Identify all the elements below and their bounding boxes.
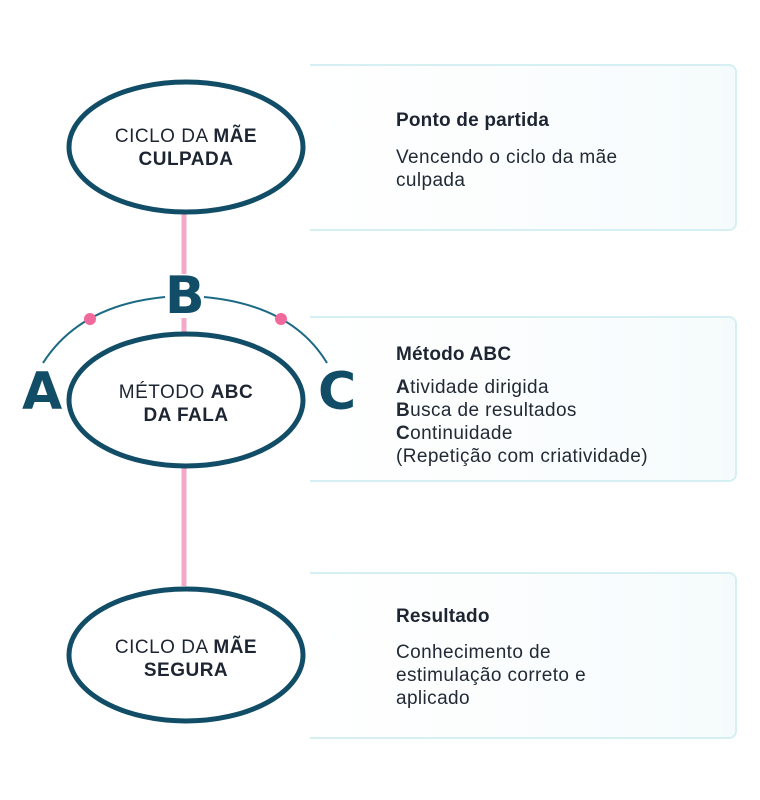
node-label-bold: MÃE (213, 637, 258, 658)
dot-left (84, 313, 96, 325)
card-title: Resultado (396, 606, 490, 627)
node-label-light: CICLO DA (114, 637, 208, 658)
node-label-line2: CULPADA (70, 148, 302, 171)
card-line: estimulação correto e (396, 665, 587, 686)
dot-right (275, 313, 287, 325)
node-label-bold: SEGURA (143, 660, 229, 681)
card-item: Continuidade (396, 422, 715, 445)
card-body: Atividade dirigida Busca de resultados C… (396, 376, 715, 468)
item-initial: A (396, 377, 411, 398)
card-body: Conhecimento de estimulação correto e ap… (396, 641, 715, 710)
node-label-line1: CICLO DA MÃE (70, 636, 302, 659)
node-label-bottom: CICLO DA MÃE SEGURA (70, 636, 302, 682)
item-initial: C (396, 423, 411, 444)
node-label-top: CICLO DA MÃE CULPADA (70, 125, 302, 171)
node-label-bold: DA FALA (143, 405, 229, 426)
node-label-bold: CULPADA (138, 149, 234, 170)
card-note: (Repetição com criatividade) (396, 446, 648, 467)
node-ellipse-middle (66, 331, 306, 469)
node-label-line2: DA FALA (70, 404, 302, 427)
card-line: culpada (396, 170, 466, 191)
item-rest: ontinuidade (410, 423, 513, 444)
item-rest: usca de resultados (410, 400, 577, 421)
letter-a: A (22, 362, 63, 422)
node-label-line1: CICLO DA MÃE (70, 125, 302, 148)
node-label-bold: ABC (210, 382, 254, 403)
node-label-bold: MÃE (213, 126, 258, 147)
card-item: Atividade dirigida (396, 376, 715, 399)
letter-b: B (165, 266, 205, 326)
node-label-light: MÉTODO (118, 382, 205, 403)
card-line: aplicado (396, 688, 470, 709)
node-label-line1: MÉTODO ABC (70, 381, 302, 404)
node-ellipse-bottom (66, 586, 306, 724)
card-line: Conhecimento de (396, 642, 551, 663)
letter-c: C (318, 362, 357, 422)
node-label-light: CICLO DA (114, 126, 208, 147)
item-rest: tividade dirigida (410, 377, 549, 398)
card-ponto-de-partida: Ponto de partida Vencendo o ciclo da mãe… (310, 64, 737, 231)
card-title: Ponto de partida (396, 110, 550, 131)
card-metodo-abc: Método ABC Atividade dirigida Busca de r… (310, 316, 737, 482)
card-body: Vencendo o ciclo da mãe culpada (396, 146, 715, 192)
node-label-middle: MÉTODO ABC DA FALA (70, 381, 302, 427)
card-resultado: Resultado Conhecimento de estimulação co… (310, 572, 737, 739)
card-line: Vencendo o ciclo da mãe (396, 147, 618, 168)
card-title: Método ABC (396, 344, 512, 365)
node-label-line2: SEGURA (70, 659, 302, 682)
card-item: Busca de resultados (396, 399, 715, 422)
node-ellipse-top (66, 79, 306, 215)
item-initial: B (396, 400, 411, 421)
